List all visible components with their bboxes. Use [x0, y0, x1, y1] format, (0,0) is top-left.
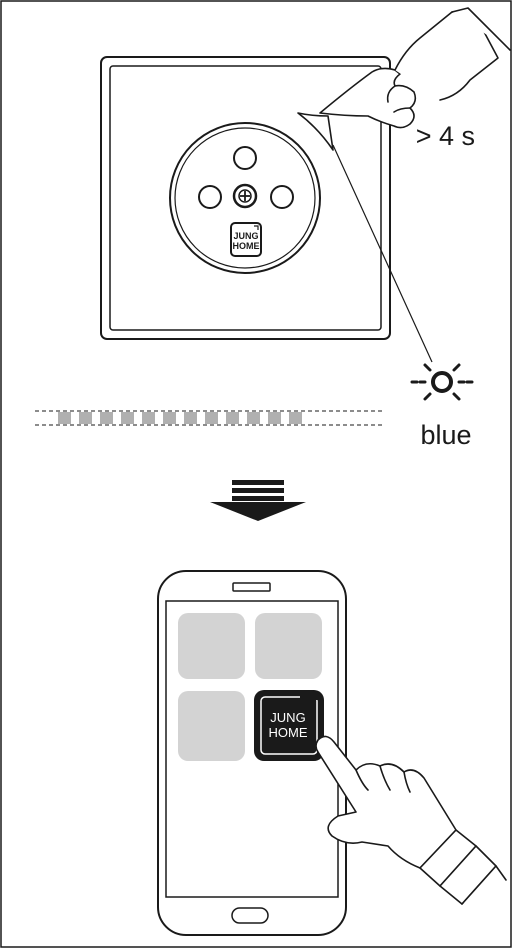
- progress-indicator: [35, 410, 385, 426]
- progress-segment: [100, 412, 113, 424]
- progress-segment: [163, 412, 176, 424]
- arrow-down-icon: [210, 480, 306, 521]
- app-icon-line2: HOME: [269, 725, 308, 740]
- pin-hole-right: [270, 185, 294, 209]
- pin-hole-top: [233, 146, 257, 170]
- app-tile-3[interactable]: [178, 691, 245, 761]
- screw-icon: [232, 183, 258, 209]
- progress-segment: [289, 412, 302, 424]
- app-tile-2[interactable]: [255, 613, 322, 679]
- app-tile-1[interactable]: [178, 613, 245, 679]
- progress-segment: [58, 412, 71, 424]
- leader-line: [332, 144, 433, 363]
- socket-face: [169, 122, 321, 274]
- socket-logo-line1: JUNG: [233, 231, 258, 241]
- phone-home-button[interactable]: [231, 907, 269, 924]
- pin-hole-left: [198, 185, 222, 209]
- progress-segment: [268, 412, 281, 424]
- app-icon-line1: JUNG: [270, 710, 305, 725]
- progress-segment: [247, 412, 260, 424]
- progress-segment: [121, 412, 134, 424]
- pointing-hand-icon: [297, 7, 511, 151]
- socket-logo: JUNG HOME: [230, 222, 262, 257]
- hold-duration-label: > 4 s: [416, 121, 475, 151]
- led-blink-icon: [410, 363, 474, 401]
- app-grid: JUNG HOME: [178, 613, 324, 761]
- progress-segment: [226, 412, 239, 424]
- socket-logo-line2: HOME: [233, 241, 260, 251]
- phone-speaker: [232, 582, 271, 592]
- jung-home-app-icon[interactable]: JUNG HOME: [254, 690, 324, 761]
- tapping-hand-icon: [315, 735, 507, 905]
- led-color-label: blue: [420, 420, 471, 450]
- progress-segment: [184, 412, 197, 424]
- progress-segment: [79, 412, 92, 424]
- progress-segment: [142, 412, 155, 424]
- progress-segment: [205, 412, 218, 424]
